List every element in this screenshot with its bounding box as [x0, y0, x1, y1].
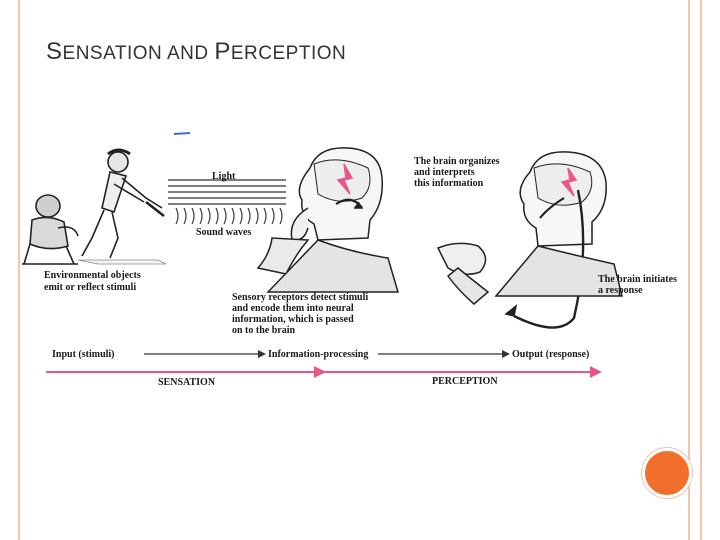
catcher-illustration — [22, 195, 78, 264]
sensing-person-illustration — [258, 148, 398, 292]
environment-label-line2: emit or reflect stimuli — [44, 282, 136, 293]
input-label: Input (stimuli) — [52, 349, 115, 360]
title-part-2: ERCEPTION — [231, 43, 346, 64]
sensory-label-line4: on to the brain — [232, 325, 296, 336]
sensation-perception-diagram: Light Sound waves Environmental objects … — [18, 128, 708, 412]
brain-initiates-line1: The brain initiates — [598, 274, 677, 285]
perception-label: PERCEPTION — [432, 376, 498, 387]
slide-title: SENSATION AND PERCEPTION — [46, 38, 346, 66]
orange-circle-decoration — [642, 448, 692, 498]
brain-organizes-line2: and interprets — [414, 167, 475, 178]
blue-mark — [174, 133, 190, 134]
brain-initiates-line2: a response — [598, 285, 643, 296]
title-initial-p: P — [214, 38, 231, 65]
sensation-label: SENSATION — [158, 377, 216, 388]
environment-label-line1: Environmental objects — [44, 270, 141, 281]
input-to-processing-arrow — [144, 350, 266, 358]
brain-organizes-line3: this information — [414, 178, 484, 189]
sensory-label-line1: Sensory receptors detect stimuli — [232, 292, 368, 303]
output-label: Output (response) — [512, 349, 589, 360]
batter-illustration — [78, 150, 166, 264]
processing-to-output-arrow — [378, 350, 510, 358]
brain-organizes-line1: The brain organizes — [414, 156, 500, 167]
sound-waves — [176, 208, 282, 224]
sensory-label-line2: and encode them into neural — [232, 303, 354, 314]
information-processing-label: Information-processing — [268, 349, 368, 360]
sensory-label-line3: information, which is passed — [232, 314, 354, 325]
title-initial-s: S — [46, 38, 63, 65]
title-part-1: ENSATION AND — [63, 43, 215, 64]
light-label: Light — [212, 171, 236, 182]
sound-waves-label: Sound waves — [196, 227, 251, 238]
light-rays — [168, 180, 286, 204]
